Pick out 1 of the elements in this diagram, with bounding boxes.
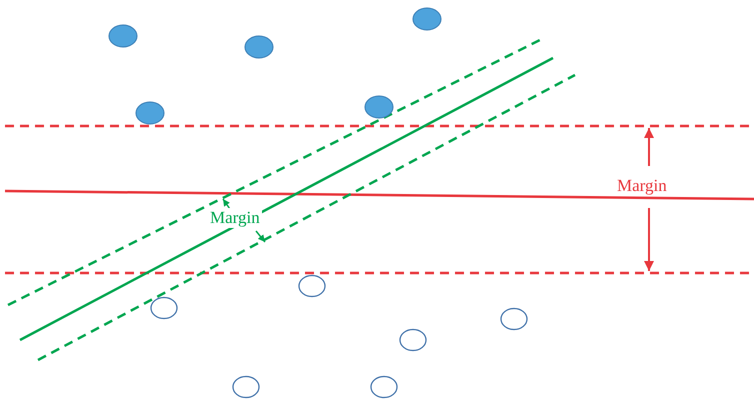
- margin-label: Margin: [208, 208, 262, 228]
